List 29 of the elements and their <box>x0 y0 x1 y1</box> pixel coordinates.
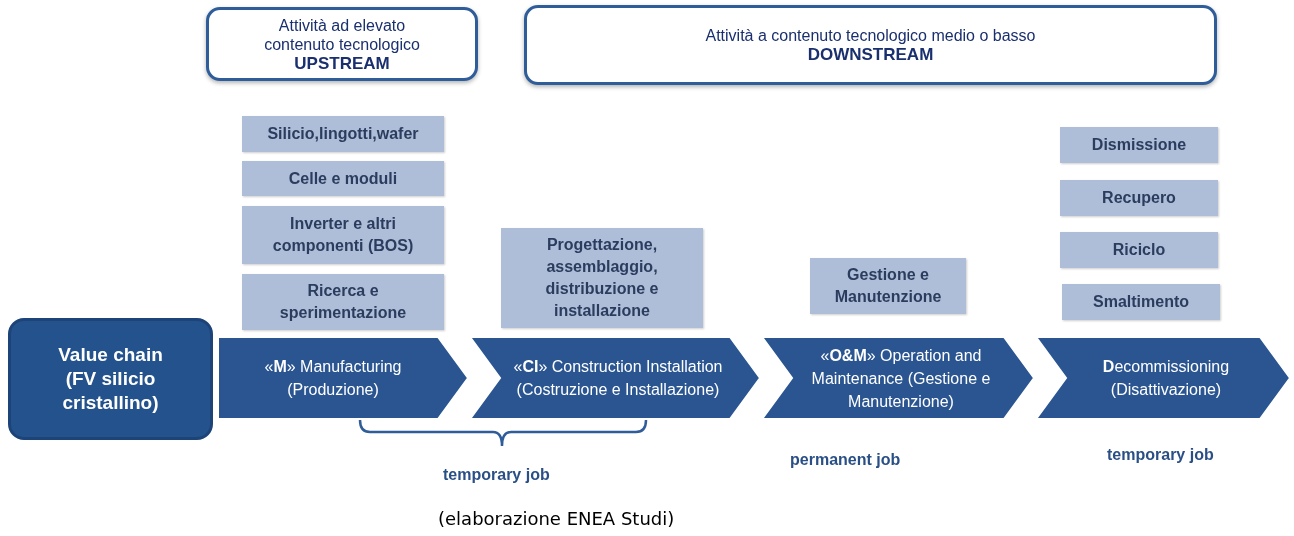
job-type-label: temporary job <box>1107 446 1214 464</box>
stage-label: «O&M» Operation and Maintenance (Gestione e Manutenzione) <box>810 345 992 412</box>
stage-label: Decommissioning (Disattivazione) <box>1101 357 1231 400</box>
activity-box: Ricerca e sperimentazione <box>242 274 444 330</box>
process-step <box>218 337 468 419</box>
activity-box: Silicio,lingotti,wafer <box>242 116 444 152</box>
upstream-header-box <box>206 7 478 81</box>
header-text: Attività ad elevato contenuto tecnologico <box>263 15 421 54</box>
header-text: Attività a contenuto tecnologico medio o basso <box>705 26 1036 45</box>
downstream-header-box <box>524 5 1217 85</box>
header-title: UPSTREAM <box>294 53 390 73</box>
activity-box: Gestione e Manutenzione <box>810 258 966 314</box>
job-type-label: temporary job <box>443 466 550 484</box>
stage-label: «CI» Construction Installation (Costruzione e Installazione) <box>512 357 724 400</box>
activity-box: Smaltimento <box>1062 284 1220 320</box>
activity-box: Celle e moduli <box>242 161 444 196</box>
stage-label: «M» Manufacturing (Produzione) <box>263 357 403 400</box>
caption: (elaborazione ENEA Studi) <box>438 508 675 529</box>
value-chain-box: Value chain (FV silicio cristallino) <box>8 318 213 440</box>
process-step <box>1036 337 1290 419</box>
header-title: DOWNSTREAM <box>807 45 934 64</box>
job-type-label: permanent job <box>790 451 901 469</box>
process-step <box>762 337 1034 419</box>
process-step <box>470 337 760 419</box>
activity-box: Dismissione <box>1060 127 1218 163</box>
activity-box: Inverter e altri componenti (BOS) <box>242 206 444 264</box>
activity-box: Progettazione, assemblaggio, distribuzione e installazione <box>501 228 703 328</box>
activity-box: Riciclo <box>1060 232 1218 268</box>
activity-box: Recupero <box>1060 180 1218 216</box>
